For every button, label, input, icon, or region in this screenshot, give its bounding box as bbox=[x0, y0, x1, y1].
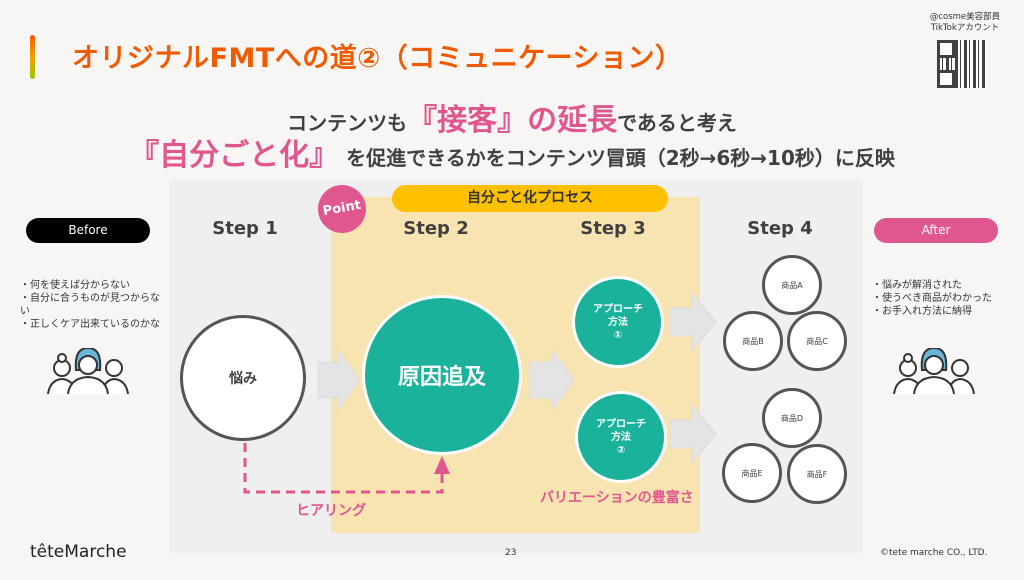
hearing-label: ヒアリング bbox=[296, 503, 366, 519]
worry-circle: 悩み bbox=[180, 315, 306, 441]
process-label: 自分ごと化プロセス bbox=[392, 185, 668, 212]
before-item: ・自分に合うものが見つからない bbox=[20, 293, 160, 317]
title-accent-bar bbox=[30, 35, 35, 79]
before-item: ・正しくケア出来ているのかな bbox=[20, 319, 160, 330]
subtitle-text: であると考え bbox=[617, 111, 737, 135]
product-e-circle: 商品E bbox=[722, 443, 782, 503]
approach-number: ① bbox=[613, 329, 623, 341]
subtitle-line1: コンテンツも『接客』の延長であると考え bbox=[0, 95, 1024, 139]
approach-text: アプローチ bbox=[596, 418, 646, 430]
hearing-dashed-path bbox=[243, 443, 444, 494]
before-label: Before bbox=[26, 218, 150, 243]
step-2-label: Step 2 bbox=[403, 218, 469, 239]
variation-label: バリエーションの豊富さ bbox=[540, 490, 694, 506]
step-3-label: Step 3 bbox=[580, 218, 646, 239]
company-logo: têteMarche bbox=[30, 542, 127, 562]
subtitle-emphasis: 『自分ごと化』 bbox=[129, 138, 340, 173]
before-list: ・何を使えば分からない ・自分に合うものが見つからない ・正しくケア出来ているの… bbox=[20, 279, 160, 331]
subtitle-text: コンテンツも bbox=[287, 111, 408, 135]
step-1-label: Step 1 bbox=[212, 218, 278, 239]
subtitle-text: を促進できるかをコンテンツ冒頭（2秒→6秒→10秒）に反映 bbox=[346, 146, 895, 170]
cause-circle: 原因追及 bbox=[362, 295, 522, 455]
qr-label-line2: TikTokアカウント bbox=[930, 23, 1000, 33]
product-c-circle: 商品C bbox=[787, 311, 847, 371]
qr-label-line1: @cosme美容部員 bbox=[929, 12, 1001, 22]
product-f-circle: 商品F bbox=[787, 444, 847, 504]
arrow-icon bbox=[317, 348, 361, 412]
product-a-circle: 商品A bbox=[762, 255, 822, 315]
product-d-circle: 商品D bbox=[762, 388, 822, 448]
arrow-icon bbox=[529, 348, 575, 412]
step-4-label: Step 4 bbox=[747, 218, 813, 239]
people-icon bbox=[893, 348, 975, 394]
approach-number: ② bbox=[616, 444, 626, 456]
after-list: ・悩みが解消された ・使うべき商品がわかった ・お手入れ方法に納得 bbox=[872, 279, 1017, 318]
after-item: ・悩みが解消された bbox=[872, 280, 962, 291]
page-number: 23 bbox=[505, 548, 517, 558]
arrow-icon bbox=[669, 403, 717, 465]
copyright: ©tete marche CO., LTD. bbox=[880, 548, 988, 558]
after-label: After bbox=[874, 218, 998, 243]
product-b-circle: 商品B bbox=[723, 311, 783, 371]
after-item: ・使うべき商品がわかった bbox=[872, 293, 992, 304]
qr-code[interactable] bbox=[937, 40, 987, 88]
subtitle-emphasis: 『接客』 bbox=[407, 103, 528, 138]
people-icon bbox=[47, 348, 129, 394]
approach-text: 方法 bbox=[611, 431, 631, 443]
page-title: オリジナルFMTへの道②（コミュニケーション） bbox=[72, 43, 683, 74]
subtitle-emphasis: 延長 bbox=[557, 103, 618, 138]
approach-text: アプローチ bbox=[593, 303, 643, 315]
subtitle-emphasis: の bbox=[527, 103, 558, 138]
arrow-icon bbox=[669, 291, 717, 353]
arrow-up-icon bbox=[434, 456, 450, 474]
subtitle-line2: 『自分ごと化』 を促進できるかをコンテンツ冒頭（2秒→6秒→10秒）に反映 bbox=[0, 130, 1024, 174]
approach-text: 方法 bbox=[608, 316, 628, 328]
before-item: ・何を使えば分からない bbox=[20, 280, 130, 291]
after-item: ・お手入れ方法に納得 bbox=[872, 306, 972, 317]
